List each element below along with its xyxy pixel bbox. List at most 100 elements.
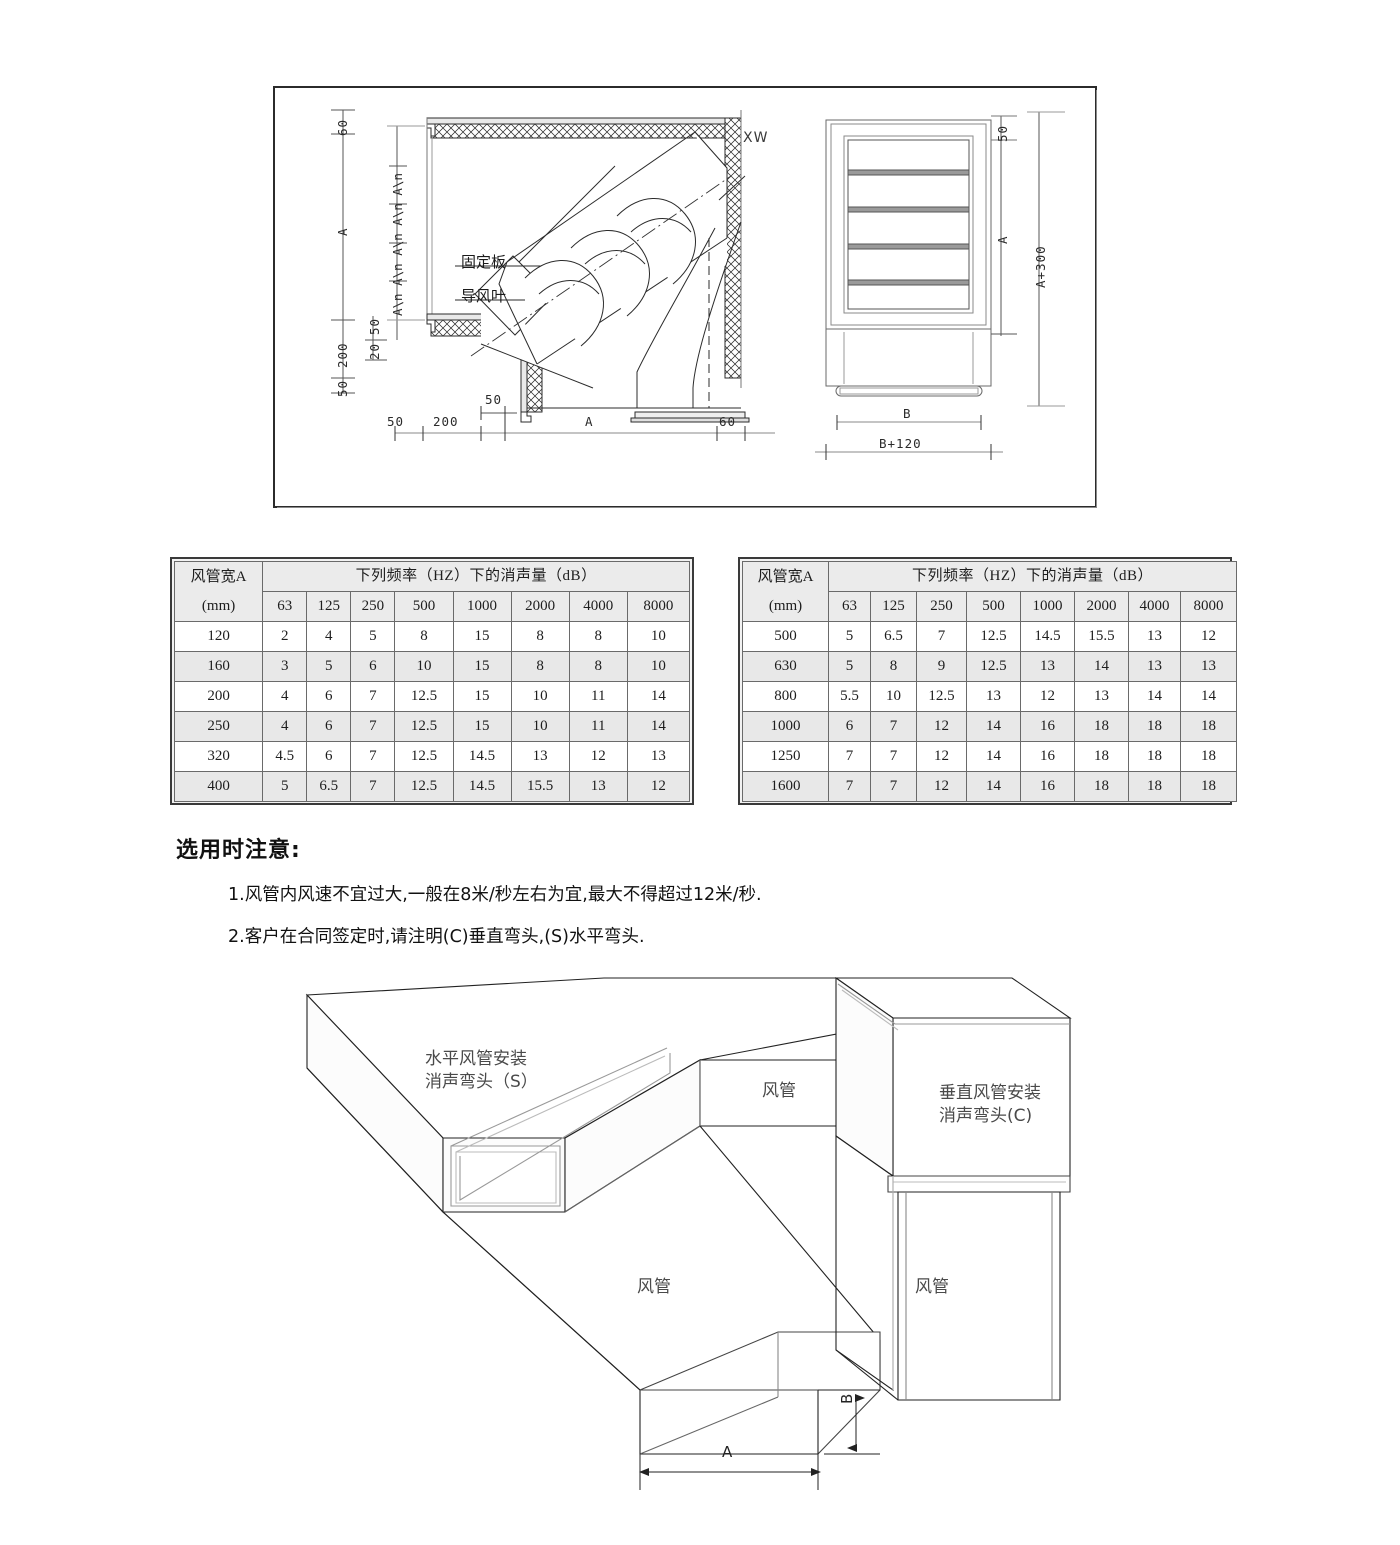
cell-attenuation: 6.5: [306, 771, 352, 802]
header-frequency-500: 500: [394, 591, 454, 622]
iso-dim-b: B: [838, 1393, 856, 1404]
cell-attenuation: 15: [452, 621, 512, 652]
cell-attenuation: 10: [870, 681, 917, 712]
dim-horz-50-left: 50: [387, 414, 405, 429]
cell-attenuation: 12: [916, 771, 967, 802]
callout-guide-vane: 导风叶: [461, 287, 507, 305]
header-frequency-4000: 4000: [1128, 591, 1181, 622]
cell-attenuation: 7: [916, 621, 967, 652]
cell-attenuation: 13: [1179, 651, 1238, 682]
duct-label-vertical: 风管: [915, 1277, 949, 1297]
cell-attenuation: 18: [1074, 711, 1129, 742]
cell-duct-width: 320: [173, 741, 264, 772]
header-duct-width: 风管宽A (mm): [173, 561, 264, 622]
cell-attenuation: 15.5: [510, 771, 570, 802]
cell-attenuation: 15: [452, 681, 512, 712]
cell-attenuation: 4.5: [262, 741, 308, 772]
cell-attenuation: 12.5: [916, 681, 967, 712]
table-header-row-1: 风管宽A (mm) 下列频率（HZ）下的消声量（dB）: [742, 561, 1238, 622]
header-frequency-2000: 2000: [1074, 591, 1129, 622]
cell-attenuation: 12.5: [394, 741, 454, 772]
cell-duct-width: 630: [742, 651, 829, 682]
notes-title: 选用时注意:: [176, 838, 301, 863]
header-frequency-125: 125: [306, 591, 352, 622]
cell-attenuation: 6.5: [870, 621, 917, 652]
label-vertical-elbow: 垂直风管安装 消声弯头(C): [939, 1082, 1041, 1128]
dim-horz-200: 200: [433, 414, 459, 429]
cell-attenuation: 15: [452, 651, 512, 682]
cell-attenuation: 6: [350, 651, 396, 682]
cell-attenuation: 8: [568, 651, 628, 682]
cell-attenuation: 14: [626, 681, 691, 712]
cell-attenuation: 7: [350, 741, 396, 772]
cell-attenuation: 13: [1128, 621, 1181, 652]
cell-attenuation: 12.5: [394, 771, 454, 802]
label-horizontal-elbow-line1: 水平风管安装: [425, 1049, 527, 1069]
cell-attenuation: 5: [306, 651, 352, 682]
header-frequency-500: 500: [966, 591, 1021, 622]
cell-attenuation: 14: [626, 711, 691, 742]
cell-duct-width: 400: [173, 771, 264, 802]
cell-attenuation: 7: [350, 771, 396, 802]
cell-attenuation: 7: [870, 711, 917, 742]
isometric-installation-diagram: 水平风管安装 消声弯头（S） 垂直风管安装 消声弯头(C) 风管 风管 风管 A…: [0, 960, 1400, 1540]
cell-attenuation: 11: [568, 711, 628, 742]
header-frequency-8000: 8000: [1179, 591, 1238, 622]
cell-attenuation: 13: [1128, 651, 1181, 682]
cell-attenuation: 3: [262, 651, 308, 682]
header-duct-width-unit: (mm): [201, 597, 236, 614]
cell-attenuation: 13: [1074, 681, 1129, 712]
cell-duct-width: 200: [173, 681, 264, 712]
cell-attenuation: 8: [510, 621, 570, 652]
cell-attenuation: 13: [568, 771, 628, 802]
iso-dim-a: A: [722, 1443, 733, 1461]
cell-attenuation: 12.5: [394, 681, 454, 712]
cell-attenuation: 15.5: [1074, 621, 1129, 652]
cell-duct-width: 1250: [742, 741, 829, 772]
cell-duct-width: 800: [742, 681, 829, 712]
header-frequency-63: 63: [828, 591, 871, 622]
cell-attenuation: 5: [350, 621, 396, 652]
cell-duct-width: 1000: [742, 711, 829, 742]
cell-attenuation: 8: [568, 621, 628, 652]
cell-attenuation: 6: [306, 741, 352, 772]
selection-notes: 选用时注意: 1.风管内风速不宜过大,一般在8米/秒左右为宜,最大不得超过12米…: [176, 832, 1076, 948]
header-frequency-span: 下列频率（HZ）下的消声量（dB）: [262, 561, 690, 592]
cell-attenuation: 12: [1020, 681, 1075, 712]
cell-attenuation: 14.5: [452, 741, 512, 772]
header-frequency-63: 63: [262, 591, 308, 622]
cell-attenuation: 12.5: [966, 651, 1021, 682]
technical-drawing-frame: 固定板 导风叶 60 A 200 50 A\n A\n A\n A\n A\n …: [273, 86, 1097, 508]
cell-attenuation: 13: [626, 741, 691, 772]
cell-attenuation: 14: [966, 711, 1021, 742]
cell-attenuation: 18: [1179, 711, 1238, 742]
cell-attenuation: 12: [626, 771, 691, 802]
cell-attenuation: 10: [510, 711, 570, 742]
cell-attenuation: 4: [262, 681, 308, 712]
duct-label-middle: 风管: [762, 1081, 796, 1101]
cell-attenuation: 14.5: [1020, 621, 1075, 652]
cell-attenuation: 14: [1128, 681, 1181, 712]
table-header-row-1: 风管宽A (mm) 下列频率（HZ）下的消声量（dB）: [173, 561, 690, 622]
cell-attenuation: 12: [916, 711, 967, 742]
cell-attenuation: 14.5: [452, 771, 512, 802]
cell-attenuation: 16: [1020, 711, 1075, 742]
header-frequency-250: 250: [916, 591, 967, 622]
cell-duct-width: 500: [742, 621, 829, 652]
cell-attenuation: 6: [306, 711, 352, 742]
right-front-view: [815, 111, 1065, 460]
header-frequency-250: 250: [350, 591, 396, 622]
cell-attenuation: 7: [870, 771, 917, 802]
label-horizontal-elbow: 水平风管安装 消声弯头（S）: [425, 1048, 538, 1094]
note-item-2: 2.客户在合同签定时,请注明(C)垂直弯头,(S)水平弯头.: [228, 927, 645, 947]
cell-attenuation: 7: [870, 741, 917, 772]
header-frequency-1000: 1000: [1020, 591, 1075, 622]
section-label-xw: XW: [743, 130, 769, 146]
